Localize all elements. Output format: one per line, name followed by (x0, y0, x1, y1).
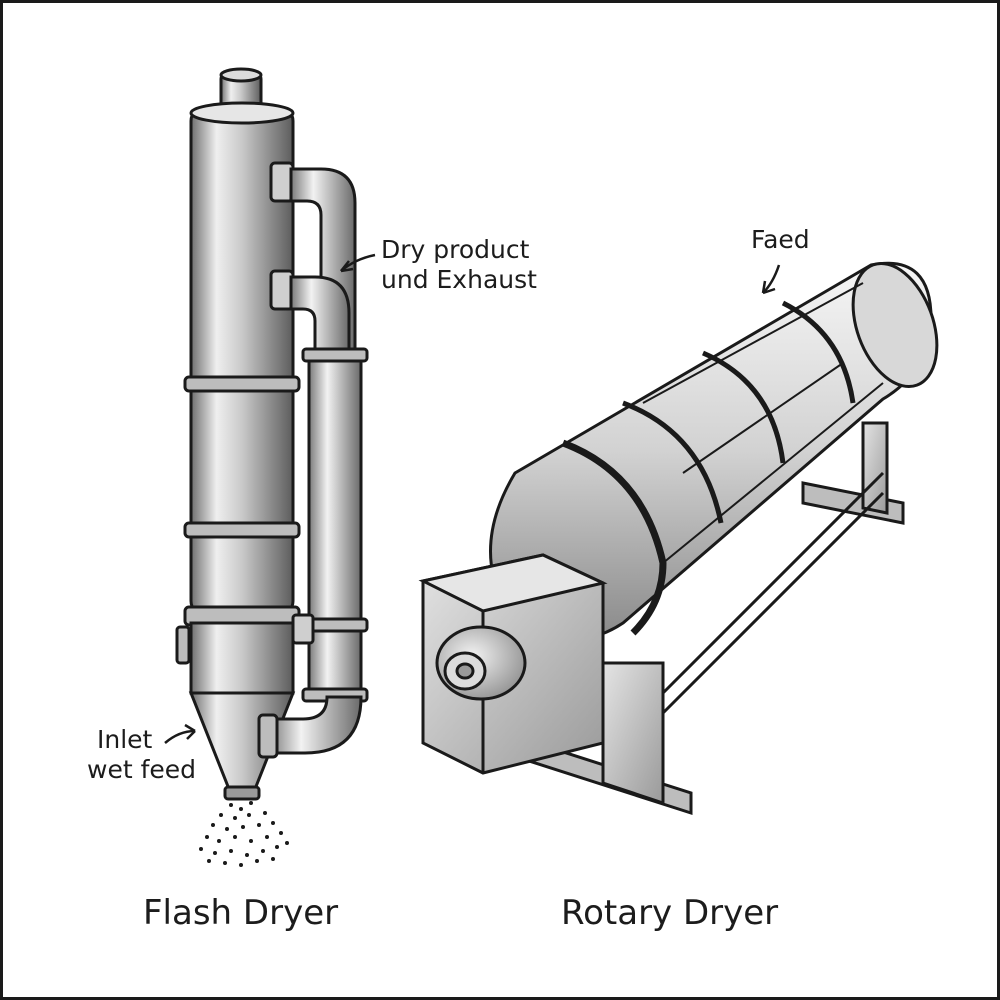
flash-dryer-outlet-pipe (289, 275, 351, 357)
flash-dryer-title: Flash Dryer (143, 893, 339, 933)
rotary-dryer-ring (622, 400, 724, 524)
rotary-dryer-ring (561, 439, 667, 636)
rotary-dryer-ring (781, 300, 856, 404)
flash-dryer-particle-spray (199, 801, 289, 867)
rotary-dryer-annotation-feed: Faed (751, 225, 810, 254)
annotation-wet-feed: wet feed (87, 755, 197, 784)
flash-dryer-return-pipe (307, 347, 363, 699)
flash-dryer-lower-section (189, 621, 295, 695)
flash-dryer-band (183, 375, 301, 393)
flash-dryer-inlet-pipe (267, 695, 363, 755)
rotary-dryer (418, 261, 939, 816)
rotary-dryer-end-cap (851, 261, 939, 389)
annotation-inlet: Inlet (97, 725, 153, 754)
arrow-feed (762, 264, 781, 294)
rotary-dryer-ring (702, 350, 786, 464)
diagram-drawing (164, 67, 939, 867)
annotation-dry-product: Dry product (381, 235, 530, 264)
flash-dryer (164, 67, 376, 867)
arrow-inlet (164, 729, 196, 744)
rotary-dryer-title: Rotary Dryer (561, 893, 779, 933)
flash-dryer-annotation-top: Dry product und Exhaust (381, 235, 537, 295)
flash-dryer-annotation-bottom: Inlet wet feed (87, 725, 196, 785)
flash-dryer-band (183, 521, 301, 539)
annotation-und-exhaust: und Exhaust (381, 265, 537, 294)
